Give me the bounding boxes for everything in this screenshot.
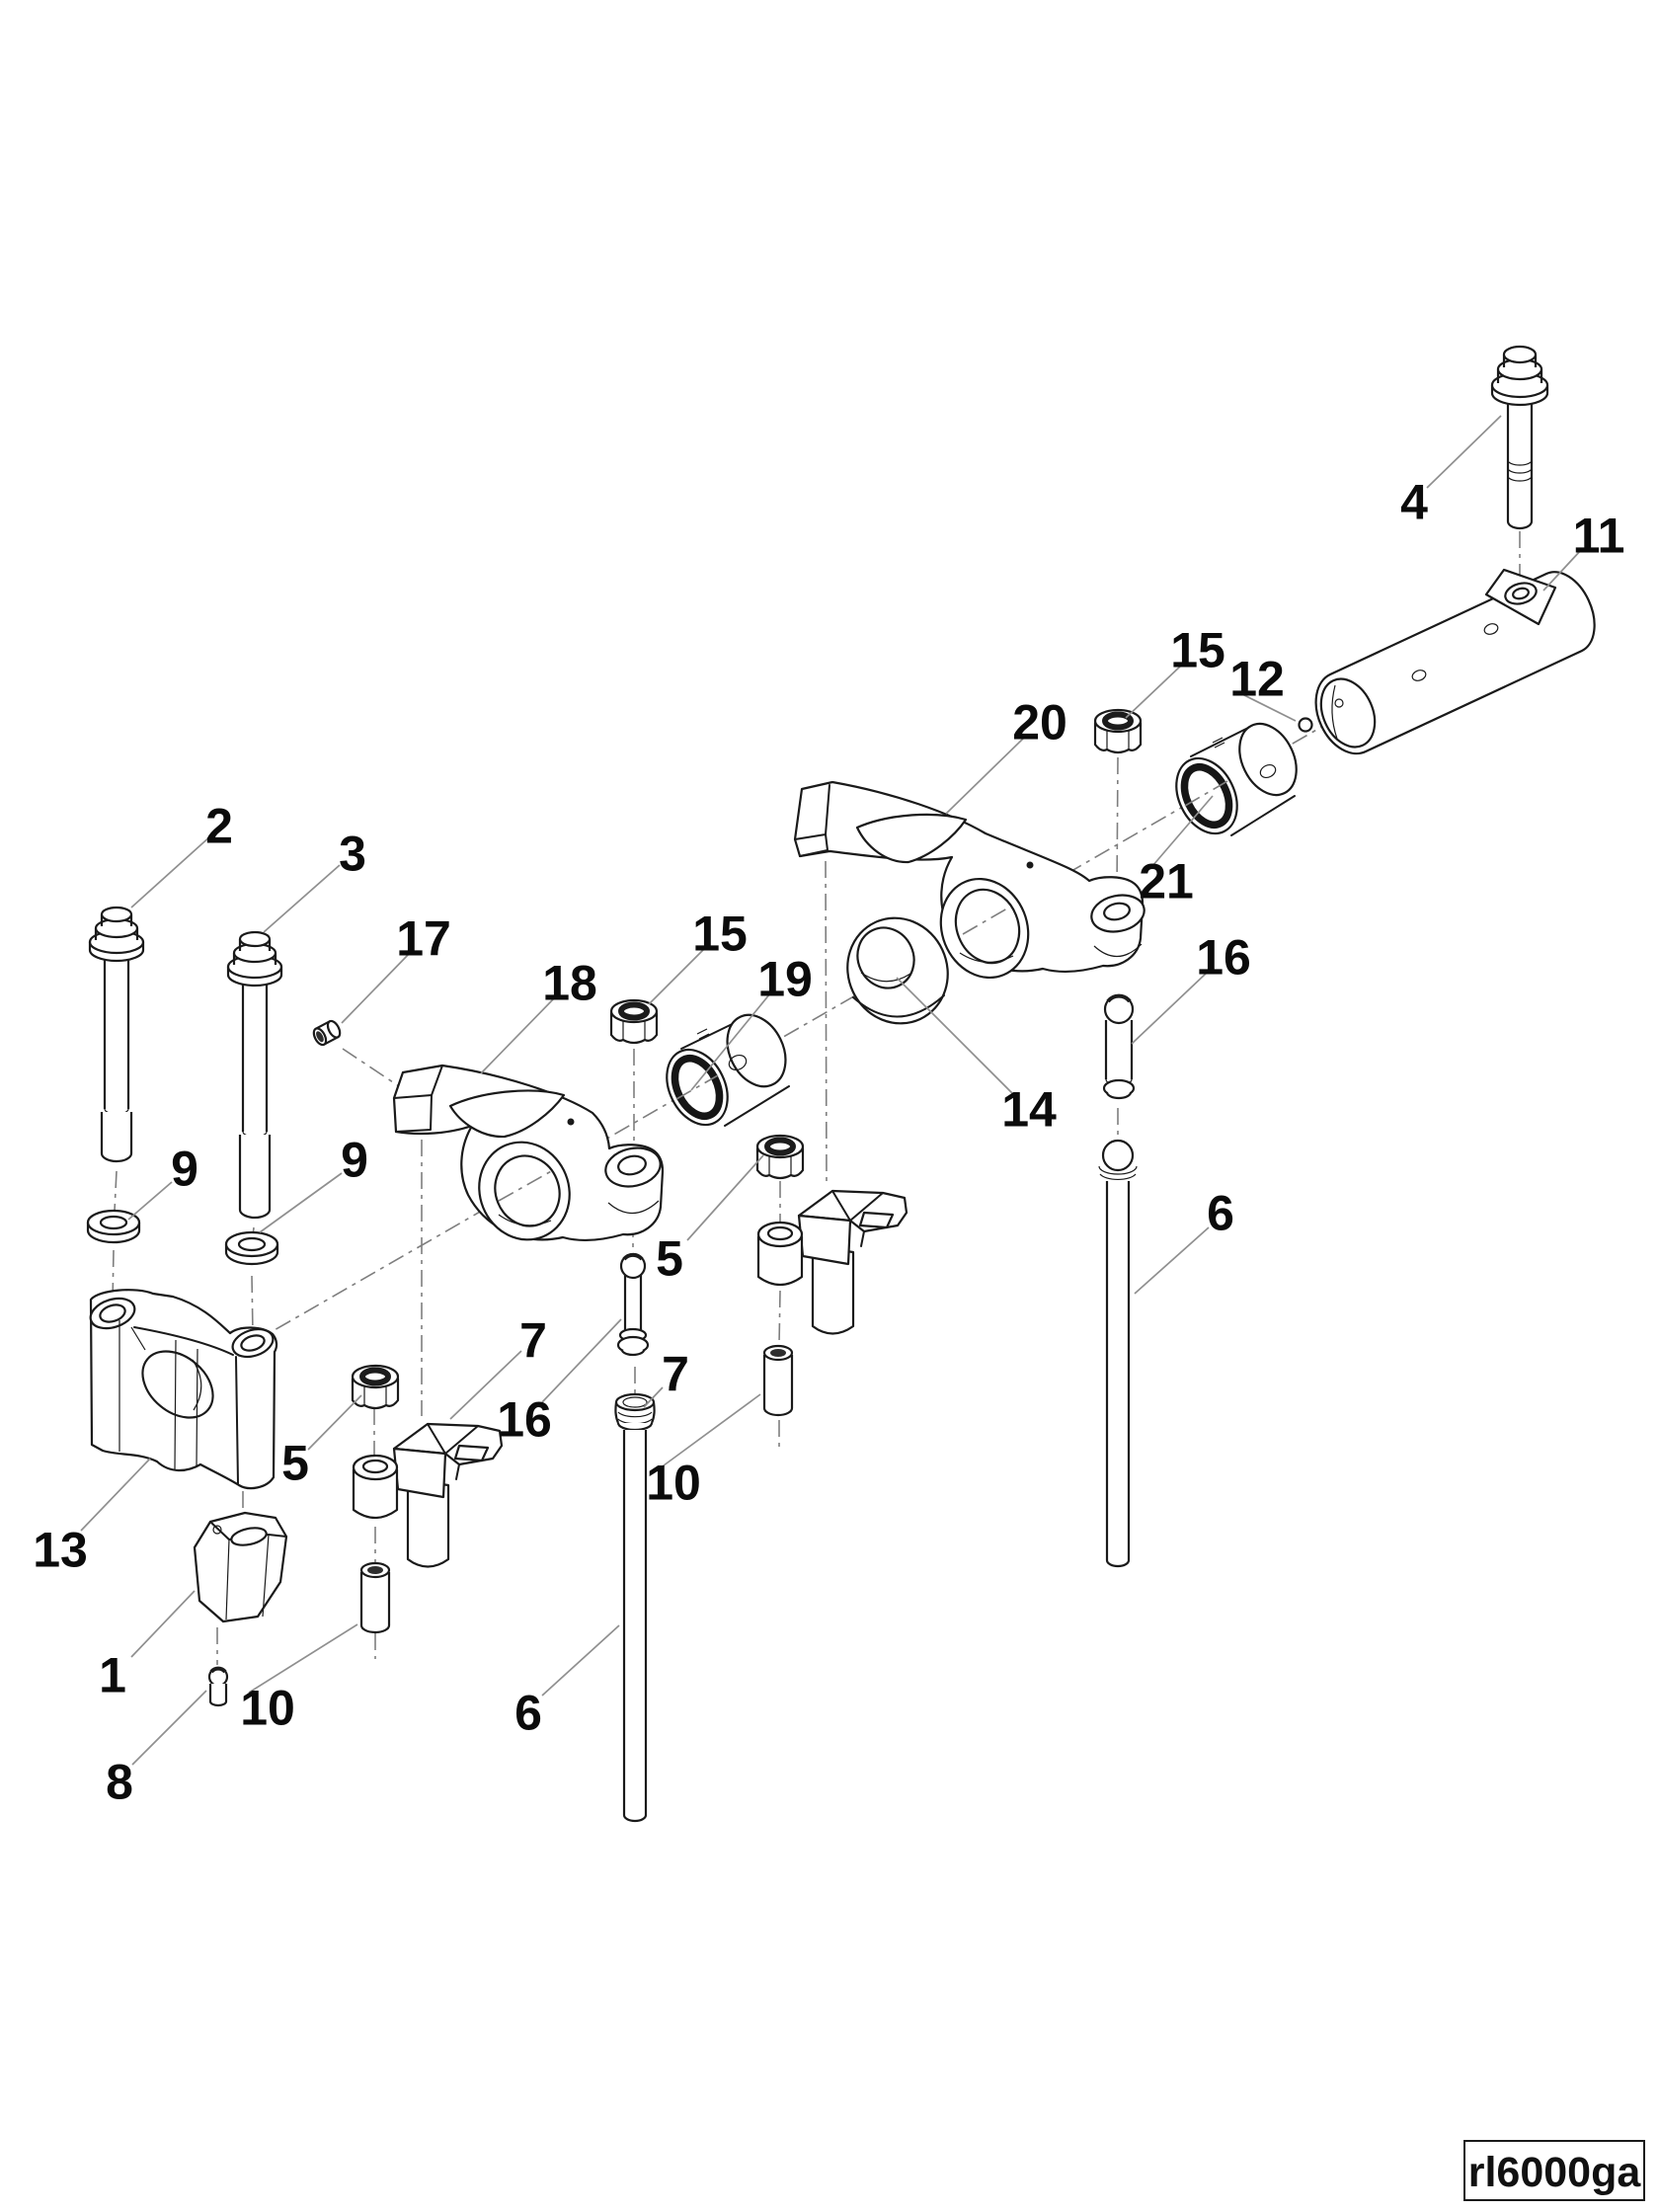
part-9-washer-left (86, 1209, 141, 1244)
part-15-nut-lower (611, 1000, 657, 1043)
part-13-lever-support (89, 1289, 278, 1490)
figure-code-text: rl6000ga (1468, 2149, 1642, 2196)
part-16-ball-stud-right (1102, 993, 1136, 1100)
part-5-locknut-left (353, 1366, 398, 1408)
part-19-rocker-bushing (666, 1013, 790, 1127)
part-1-crosshead (193, 1511, 288, 1623)
leader-lines (80, 415, 1582, 1766)
callout-labels: 1 2 3 4 5 5 6 6 7 7 8 9 9 10 10 11 12 13… (33, 475, 1624, 1810)
part-8-pin (207, 1666, 229, 1707)
part-5-locknut-middle (757, 1136, 803, 1178)
callout-3: 3 (339, 827, 366, 882)
callout-5-middle: 5 (656, 1231, 683, 1287)
callout-14: 14 (1001, 1082, 1057, 1138)
figure-code-box: rl6000ga (1463, 2140, 1645, 2201)
callout-7-left: 7 (519, 1313, 547, 1369)
part-3-lever-bolt (226, 930, 283, 1220)
callout-20: 20 (1012, 695, 1067, 750)
callout-18: 18 (542, 956, 597, 1011)
part-12-ball-plug (1298, 717, 1313, 733)
callout-21: 21 (1139, 854, 1194, 909)
callout-1: 1 (99, 1648, 126, 1703)
part-18-rocker-lever-lower (392, 1064, 665, 1241)
callout-5-left: 5 (281, 1436, 309, 1491)
part-4-mounting-bolt (1490, 345, 1549, 530)
part-10-socket-pin-right (762, 1344, 794, 1417)
callout-6-right: 6 (1207, 1186, 1234, 1241)
callout-15-middle: 15 (692, 907, 748, 962)
callout-16-right: 16 (1196, 930, 1251, 986)
callout-2: 2 (205, 799, 233, 854)
part-2-lever-bolt (88, 906, 145, 1163)
callout-15-top: 15 (1170, 623, 1225, 678)
part-7-adjusting-screw-middle (756, 1189, 908, 1335)
part-20-rocker-lever-upper (793, 780, 1146, 980)
part-16-ball-stud-middle (616, 1252, 650, 1357)
callout-10-left: 10 (240, 1681, 295, 1736)
callout-17: 17 (396, 911, 451, 967)
callout-13: 13 (33, 1523, 88, 1578)
part-17-dowel-pin (312, 1019, 342, 1047)
part-7-adjusting-screw-left (352, 1422, 504, 1568)
part-11-rocker-shaft (1314, 568, 1596, 755)
centerlines (112, 531, 1521, 1665)
callout-11: 11 (1573, 509, 1625, 564)
callout-6-middle: 6 (514, 1686, 542, 1741)
part-14-spacer-bushing (846, 916, 949, 1025)
callout-12: 12 (1229, 652, 1285, 707)
part-9-washer-right (224, 1230, 279, 1266)
part-15-nut-upper (1095, 710, 1141, 752)
callout-19: 19 (757, 952, 813, 1007)
centerline-overlays (498, 780, 1228, 1202)
callout-16-middle: 16 (497, 1392, 552, 1448)
callout-9-right: 9 (341, 1133, 368, 1188)
part-10-socket-pin-left (359, 1561, 391, 1634)
part-6-push-rod-right (1098, 1139, 1138, 1568)
callout-7-right: 7 (662, 1347, 689, 1402)
part-6-push-rod-middle (614, 1392, 656, 1823)
part-21-shaft-bushing (1175, 722, 1298, 836)
callout-10-right: 10 (646, 1456, 701, 1511)
callout-9-left: 9 (171, 1142, 198, 1197)
callout-4: 4 (1400, 475, 1428, 530)
callout-8: 8 (106, 1755, 133, 1810)
